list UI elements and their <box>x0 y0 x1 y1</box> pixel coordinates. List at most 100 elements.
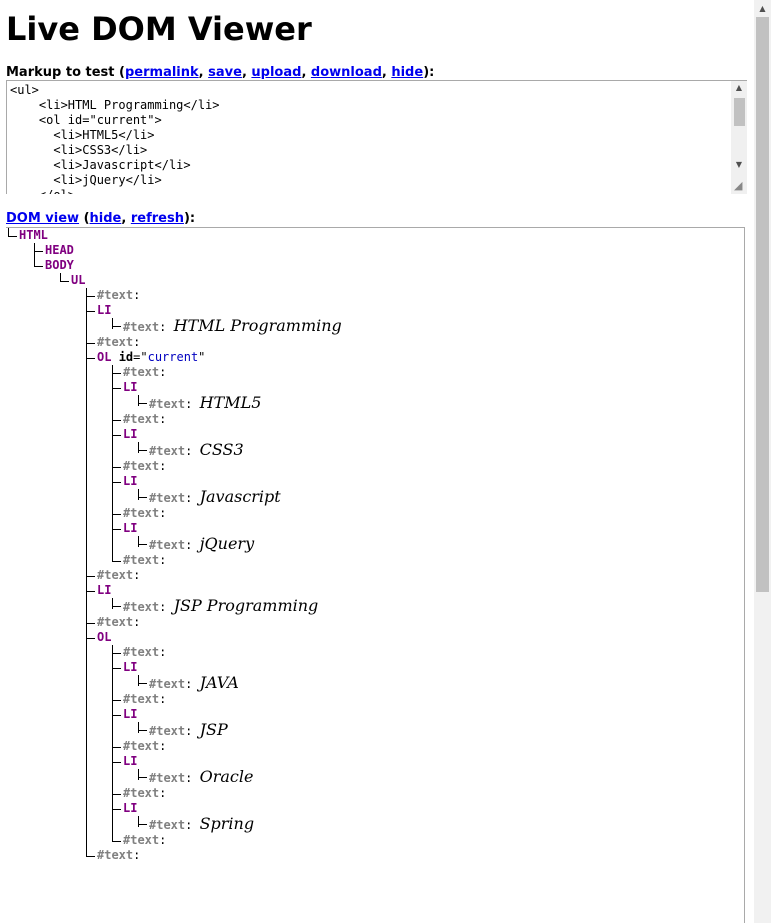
tree-node-text: #text: <box>84 335 744 350</box>
tree-node-li: LI #text: HTML5 <box>110 380 744 412</box>
tree-node-body: BODY UL #text: LI #text: HTML Programmin… <box>32 258 744 863</box>
element-name: HEAD <box>45 243 74 257</box>
tree-node-text: #text: <box>110 645 744 660</box>
tree-node-text: #text: Javascript <box>136 489 744 506</box>
text-value: Javascript <box>199 487 281 506</box>
tree-node-li: LI #text: Javascript <box>110 474 744 506</box>
text-node-label: #text <box>149 818 186 832</box>
tree-node-text: #text: <box>110 553 744 568</box>
text-node-label: #text <box>97 848 134 862</box>
text-node-label: #text <box>123 833 160 847</box>
element-name: LI <box>97 583 112 597</box>
tree-node-text: #text: Spring <box>136 816 744 833</box>
tree-node-li: LI #text: JSP Programming <box>84 583 744 615</box>
markup-label-text: Markup to test <box>6 65 115 80</box>
element-name: UL <box>71 273 86 287</box>
tree-node-text: #text: <box>110 459 744 474</box>
page-scroll-thumb[interactable] <box>756 17 769 592</box>
tree-node-text: #text: <box>110 739 744 754</box>
scroll-down-icon[interactable]: ▼ <box>735 160 743 169</box>
text-node-label: #text <box>123 320 160 334</box>
text-node-label: #text <box>123 365 160 379</box>
scroll-up-icon[interactable]: ▲ <box>735 83 743 92</box>
tree-node-li: LI #text: jQuery <box>110 521 744 553</box>
text-node-label: #text <box>123 786 160 800</box>
element-name: BODY <box>45 258 74 272</box>
page-title: Live DOM Viewer <box>6 10 312 48</box>
text-value: Spring <box>199 814 255 833</box>
text-node-label: #text <box>149 771 186 785</box>
dom-view-panel: HTML HEAD BODY UL #text: LI #text: HTML … <box>6 227 745 923</box>
text-node-label: #text <box>97 615 134 629</box>
tree-node-head: HEAD <box>32 243 744 258</box>
tree-node-text: #text: <box>110 412 744 427</box>
tree-node-text: #text: <box>110 786 744 801</box>
text-value: CSS3 <box>199 440 244 459</box>
tree-node-li: LI #text: HTML Programming <box>84 303 744 335</box>
download-link[interactable]: download <box>310 65 382 80</box>
dom-view-link[interactable]: DOM view <box>6 211 80 226</box>
text-node-label: #text <box>123 645 160 659</box>
text-node-label: #text <box>97 288 134 302</box>
tree-node-text: #text: Oracle <box>136 769 744 786</box>
element-name: OL <box>97 630 112 644</box>
resize-grip-icon[interactable]: ◢ <box>734 179 743 192</box>
text-node-label: #text <box>97 335 134 349</box>
tree-node-text: #text: <box>84 568 744 583</box>
tree-node-text: #text: HTML Programming <box>110 318 744 335</box>
textarea-scrollbar[interactable]: ▲ ▼ <box>731 81 747 194</box>
markup-text[interactable]: <ul> <li>HTML Programming</li> <ol id="c… <box>10 83 220 194</box>
tree-node-html: HTML HEAD BODY UL #text: LI #text: HTML … <box>6 228 744 863</box>
textarea-scroll-thumb[interactable] <box>734 98 745 126</box>
element-name: LI <box>123 427 138 441</box>
tree-node-li: LI #text: CSS3 <box>110 427 744 459</box>
tree-node-text: #text: CSS3 <box>136 442 744 459</box>
text-value: JAVA <box>199 673 239 692</box>
markup-textarea[interactable]: <ul> <li>HTML Programming</li> <ol id="c… <box>6 80 747 194</box>
tree-node-ol-current: OL id="current" #text: LI #text: HTML5 #… <box>84 350 744 568</box>
text-value: JSP Programming <box>173 596 319 615</box>
tree-node-li: LI #text: Oracle <box>110 754 744 786</box>
text-node-label: #text <box>149 724 186 738</box>
element-name: LI <box>97 303 112 317</box>
tree-node-text: #text: <box>110 365 744 380</box>
text-value: HTML Programming <box>173 316 342 335</box>
text-node-label: #text <box>97 568 134 582</box>
save-link[interactable]: save <box>208 65 242 80</box>
text-node-label: #text <box>123 600 160 614</box>
permalink-link[interactable]: permalink <box>124 65 199 80</box>
text-node-label: #text <box>123 692 160 706</box>
text-node-label: #text <box>149 538 186 552</box>
text-value: Oracle <box>199 767 254 786</box>
markup-section-label: Markup to test (permalink, save, upload,… <box>6 65 435 80</box>
attr-name: id <box>118 350 134 364</box>
tree-node-text: #text: JSP <box>136 722 744 739</box>
tree-node-text: #text: HTML5 <box>136 395 744 412</box>
text-node-label: #text <box>123 412 160 426</box>
tree-node-text: #text: <box>84 615 744 630</box>
hide-dom-link[interactable]: hide <box>89 211 122 226</box>
text-node-label: #text <box>149 491 186 505</box>
text-node-label: #text <box>149 677 186 691</box>
element-name: LI <box>123 660 138 674</box>
attr-value: current <box>147 350 199 364</box>
page-scrollbar[interactable]: ▲ <box>754 0 771 923</box>
tree-node-text: #text: <box>110 833 744 848</box>
dom-section-label: DOM view (hide, refresh): <box>6 211 196 226</box>
text-value: JSP <box>199 720 228 739</box>
tree-node-li: LI #text: JSP <box>110 707 744 739</box>
refresh-link[interactable]: refresh <box>130 211 184 226</box>
text-value: HTML5 <box>199 393 262 412</box>
tree-node-ul: UL #text: LI #text: HTML Programming #te… <box>58 273 744 863</box>
upload-link[interactable]: upload <box>251 65 302 80</box>
text-node-label: #text <box>123 739 160 753</box>
tree-node-ol: OL #text: LI #text: JAVA #text: LI <box>84 630 744 848</box>
text-value: jQuery <box>199 534 255 553</box>
text-node-label: #text <box>123 459 160 473</box>
tree-node-text: #text: <box>84 848 744 863</box>
scroll-up-icon[interactable]: ▲ <box>759 4 766 13</box>
element-name: LI <box>123 801 138 815</box>
tree-node-text: #text: <box>110 506 744 521</box>
text-node-label: #text <box>149 444 186 458</box>
hide-markup-link[interactable]: hide <box>391 65 424 80</box>
